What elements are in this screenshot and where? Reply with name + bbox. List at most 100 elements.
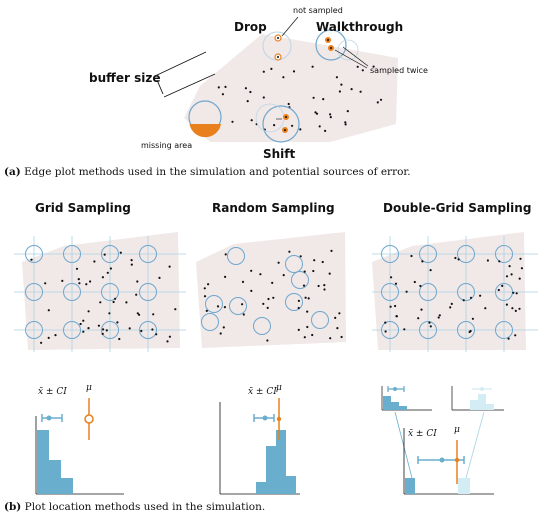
tree-dot bbox=[321, 260, 324, 264]
tree-dot bbox=[40, 341, 43, 344]
tree-dot bbox=[450, 302, 453, 305]
plot-circle bbox=[419, 245, 437, 263]
tree-dot bbox=[118, 337, 121, 341]
tree-dot bbox=[312, 269, 315, 273]
plot-circle bbox=[253, 317, 271, 335]
random-trees bbox=[203, 249, 343, 342]
plot-circle bbox=[457, 245, 475, 263]
random-mean-estimate bbox=[262, 415, 268, 421]
tree-dot bbox=[101, 332, 104, 335]
dg-small-left-bar bbox=[391, 402, 399, 410]
tree-dot bbox=[174, 308, 177, 311]
tree-dot bbox=[270, 67, 273, 70]
tree-dot bbox=[109, 267, 112, 270]
plot-circle bbox=[101, 283, 119, 301]
tree-dot bbox=[372, 65, 375, 68]
tree-dot bbox=[417, 317, 420, 320]
tree-dot bbox=[103, 253, 106, 256]
random-mu-label: μ bbox=[276, 383, 282, 393]
tree-dot bbox=[336, 327, 339, 330]
grid-trees bbox=[30, 251, 177, 344]
random-hist-bar bbox=[286, 476, 296, 494]
plot-circle bbox=[201, 313, 219, 331]
dg-small-left-bar bbox=[399, 406, 407, 410]
tree-dot bbox=[130, 259, 133, 262]
tree-dot bbox=[497, 288, 500, 292]
tree-dot bbox=[323, 288, 326, 291]
tree-dot bbox=[350, 88, 353, 91]
tree-dot bbox=[318, 125, 321, 128]
double-grid-histograms: x̄ ± CI μ bbox=[381, 386, 504, 495]
tree-dot bbox=[413, 280, 416, 284]
tree-dot bbox=[82, 319, 85, 322]
tree-dot bbox=[346, 110, 349, 113]
tree-dot bbox=[303, 270, 306, 273]
tree-dot bbox=[152, 313, 155, 316]
tree-dot bbox=[303, 336, 306, 339]
sampled-twice-label: sampled twice bbox=[370, 66, 428, 75]
tree-dot bbox=[102, 328, 105, 331]
tree-dot bbox=[266, 306, 269, 309]
tree-dot bbox=[99, 301, 102, 304]
dg-combined-bar bbox=[458, 478, 470, 494]
tree-dot bbox=[505, 303, 508, 306]
tree-dot bbox=[510, 273, 513, 276]
double-grid-lines bbox=[372, 236, 538, 352]
random-plot-circles bbox=[201, 247, 329, 335]
shift-label: Shift bbox=[263, 147, 296, 161]
tree-dot bbox=[106, 271, 109, 274]
tree-dot bbox=[135, 293, 138, 296]
tree-dot bbox=[313, 259, 316, 262]
plot-circle bbox=[101, 321, 119, 339]
double-grid-sampling-title: Double-Grid Sampling bbox=[383, 201, 531, 215]
tree-dot bbox=[203, 295, 207, 298]
plot-circle bbox=[495, 245, 513, 263]
grid-hist-bar bbox=[37, 430, 49, 494]
tree-dot bbox=[410, 254, 413, 258]
tree-dot bbox=[82, 330, 85, 333]
shift-plot-circle bbox=[262, 105, 300, 143]
grid-hist-bar bbox=[49, 460, 61, 494]
tree-dot bbox=[155, 333, 158, 336]
not-sampled-label: not sampled bbox=[293, 6, 343, 15]
random-estimate-label: x̄ ± CI bbox=[248, 387, 277, 397]
plot-circle bbox=[139, 321, 157, 339]
plot-circle bbox=[381, 283, 399, 301]
grid-sampling-map bbox=[14, 232, 186, 352]
plot-circle bbox=[229, 297, 247, 315]
tree-dot bbox=[520, 267, 524, 270]
tree-dot bbox=[136, 312, 139, 315]
tree-dot bbox=[498, 260, 501, 263]
tree-dot bbox=[514, 334, 517, 337]
tree-dot bbox=[79, 322, 82, 326]
tree-dot bbox=[241, 303, 244, 306]
plot-circle bbox=[285, 293, 303, 311]
random-hist-bar bbox=[256, 482, 266, 494]
tree-dot bbox=[311, 65, 314, 68]
random-true-mean-marker bbox=[276, 416, 282, 422]
dg-combine-arrow bbox=[465, 411, 485, 479]
caption-a-tag: (a) bbox=[4, 166, 21, 178]
tree-dot bbox=[105, 329, 108, 332]
tree-dot bbox=[61, 279, 64, 282]
grid-estimate-label: x̄ ± CI bbox=[38, 387, 67, 397]
not-sampled-pointer bbox=[281, 16, 299, 37]
tree-dot bbox=[288, 250, 291, 253]
tree-dot bbox=[85, 283, 88, 286]
plot-circle bbox=[205, 295, 223, 313]
tree-dot bbox=[119, 251, 122, 254]
tree-dot bbox=[273, 124, 276, 127]
plot-circle bbox=[63, 283, 81, 301]
dg-combined-estimate bbox=[439, 457, 445, 463]
tree-dot bbox=[329, 113, 332, 116]
tree-dot bbox=[250, 269, 253, 272]
tree-dot bbox=[306, 325, 309, 329]
tree-dot bbox=[224, 85, 227, 88]
tree-dot bbox=[297, 328, 300, 331]
tree-dot bbox=[449, 306, 452, 309]
tree-dot bbox=[136, 280, 139, 283]
plot-circle bbox=[101, 245, 119, 263]
sampled-twice-pointer bbox=[334, 49, 368, 69]
tree-dot bbox=[361, 69, 364, 72]
tree-dot bbox=[128, 327, 131, 330]
